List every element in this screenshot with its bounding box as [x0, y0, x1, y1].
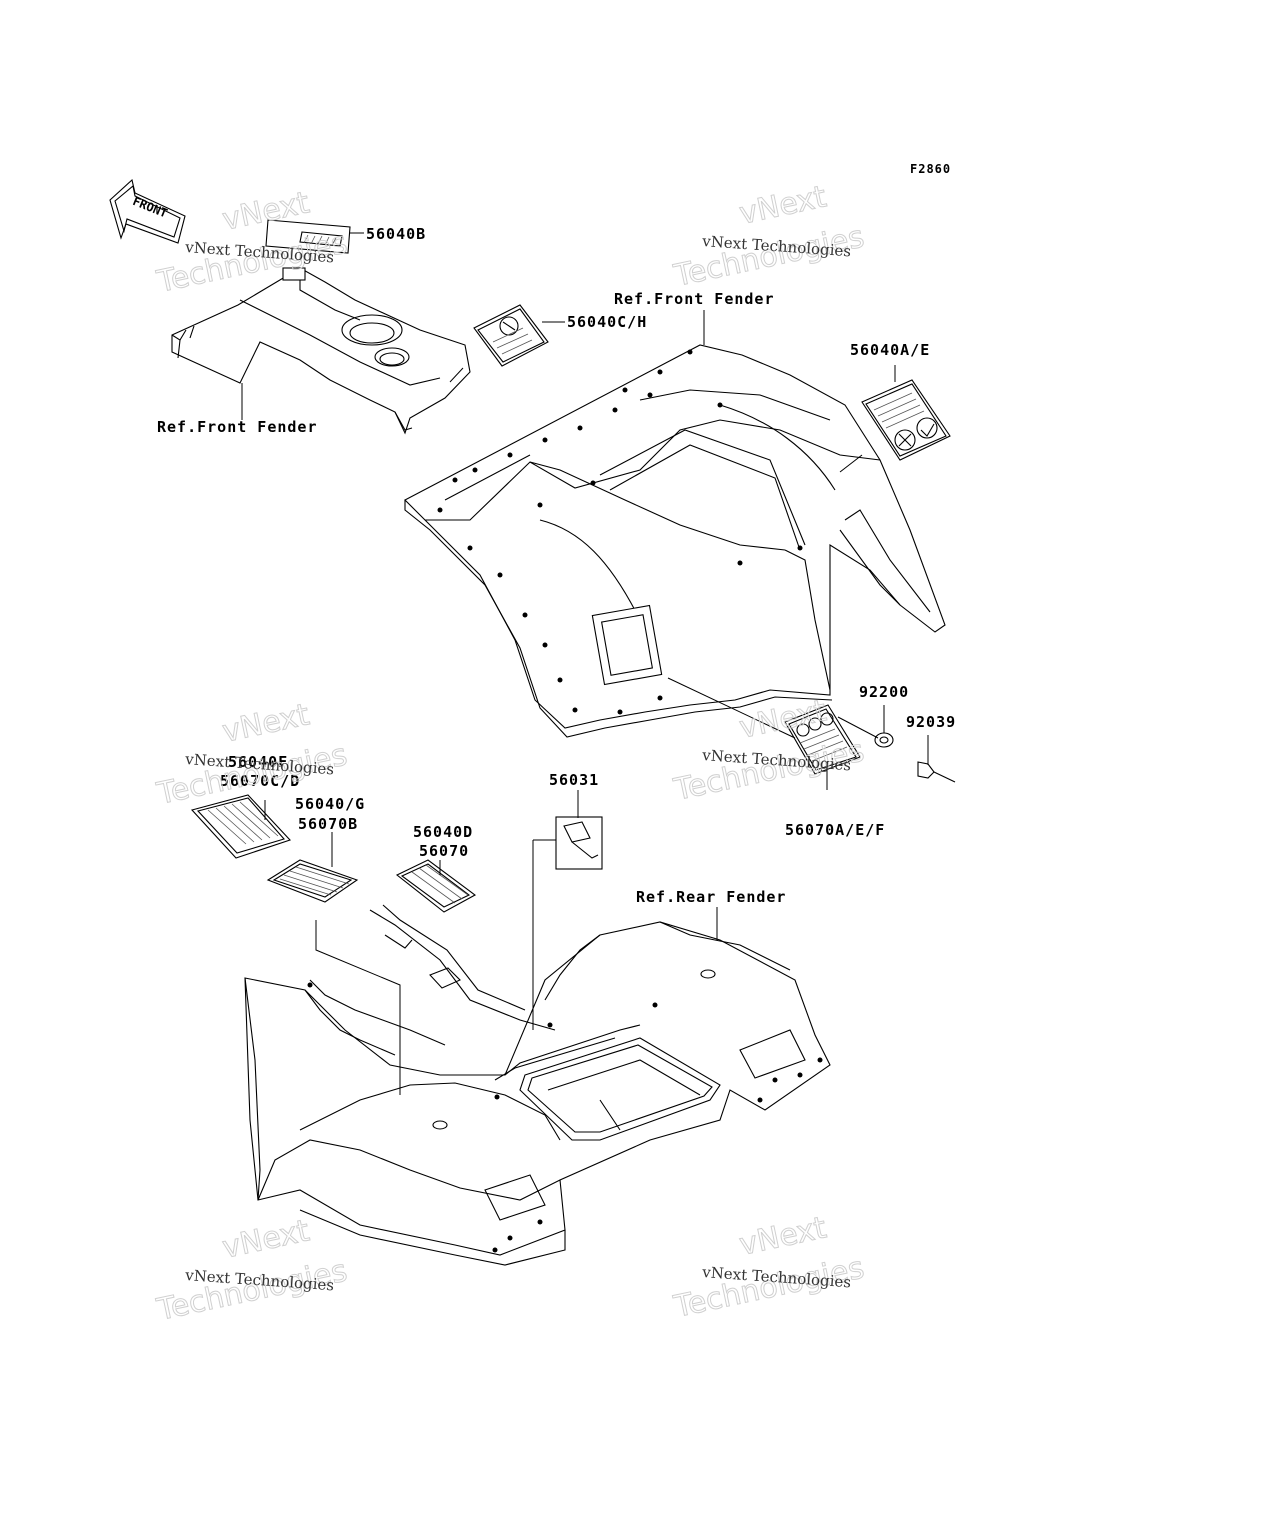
ref-label-front-fender-right: Ref.Front Fender [614, 290, 775, 308]
svg-text:vNext: vNext [736, 179, 829, 232]
part-label-56070cd: 56070C/D [220, 772, 300, 790]
svg-text:vNext: vNext [219, 697, 312, 750]
mat-56040d-56070 [395, 859, 477, 913]
decal-56040ch [473, 304, 549, 367]
ref-label-front-fender-left: Ref.Front Fender [157, 418, 318, 436]
part-label-56040ae: 56040A/E [850, 341, 930, 359]
front-fender-left-drawing [171, 267, 471, 435]
part-label-56040d: 56040D [413, 823, 473, 841]
leader-lines [241, 232, 929, 1095]
part-label-56070aef: 56070A/E/F [785, 821, 885, 839]
part-label-92200: 92200 [859, 683, 909, 701]
decal-56040ae [861, 379, 951, 461]
ref-label-rear-fender: Ref.Rear Fender [636, 888, 786, 906]
part-label-56070b: 56070B [298, 815, 358, 833]
decal-56040b [265, 219, 351, 254]
mat-56040f-56070cd [190, 794, 291, 859]
mat-56040g-56070b [266, 859, 359, 903]
rivet-92039 [917, 761, 956, 783]
decal-56070aef [784, 704, 861, 775]
ref-labels: Ref.Front Fender Ref.Front Fender Ref.Re… [157, 290, 786, 906]
svg-text:vNext: vNext [219, 1213, 312, 1266]
figure-code: F2860 [910, 162, 951, 176]
front-arrow-icon: FRONT [109, 178, 186, 244]
svg-text:vNext: vNext [736, 1210, 829, 1263]
part-label-56031: 56031 [549, 771, 599, 789]
part-label-56040f: 56040F [228, 753, 288, 771]
part-label-56040b: 56040B [366, 225, 426, 243]
part-label-56040ch: 56040C/H [567, 313, 647, 331]
front-fender-right-drawing [404, 344, 946, 738]
part-labels: 56040B 56040C/H 56040A/E 92200 92039 560… [220, 225, 956, 860]
part-label-56070: 56070 [419, 842, 469, 860]
part-label-56040g: 56040/G [295, 795, 365, 813]
label-56031 [555, 816, 603, 870]
rear-fender-drawing [244, 904, 831, 1266]
part-label-92039: 92039 [906, 713, 956, 731]
washer-92200 [874, 732, 894, 748]
